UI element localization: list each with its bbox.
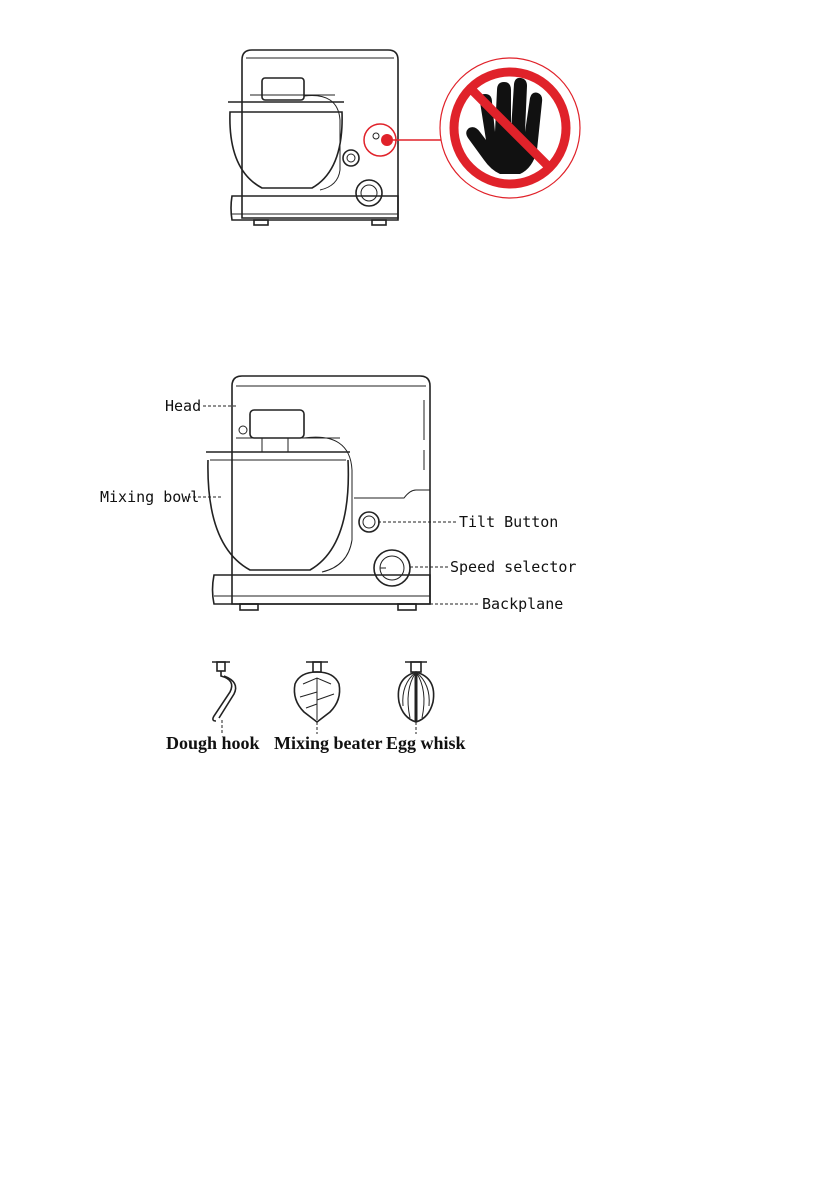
label-tilt-button: Tilt Button (459, 513, 558, 531)
accessory-label-egg-whisk: Egg whisk (386, 733, 466, 753)
mixer-labelled-illustration (206, 376, 430, 610)
egg-whisk-icon (398, 662, 433, 734)
label-mixing-bowl: Mixing bowl (100, 488, 199, 506)
mixing-beater-icon (294, 662, 339, 734)
label-head: Head (165, 397, 201, 415)
label-speed-selector: Speed selector (450, 558, 576, 576)
mixer-top-illustration (228, 50, 446, 225)
no-touch-hand-icon (440, 58, 580, 198)
accessory-label-mixing-beater: Mixing beater (274, 733, 382, 753)
dough-hook-icon (212, 662, 236, 734)
label-backplane: Backplane (482, 595, 563, 613)
accessory-label-dough-hook: Dough hook (166, 733, 260, 753)
